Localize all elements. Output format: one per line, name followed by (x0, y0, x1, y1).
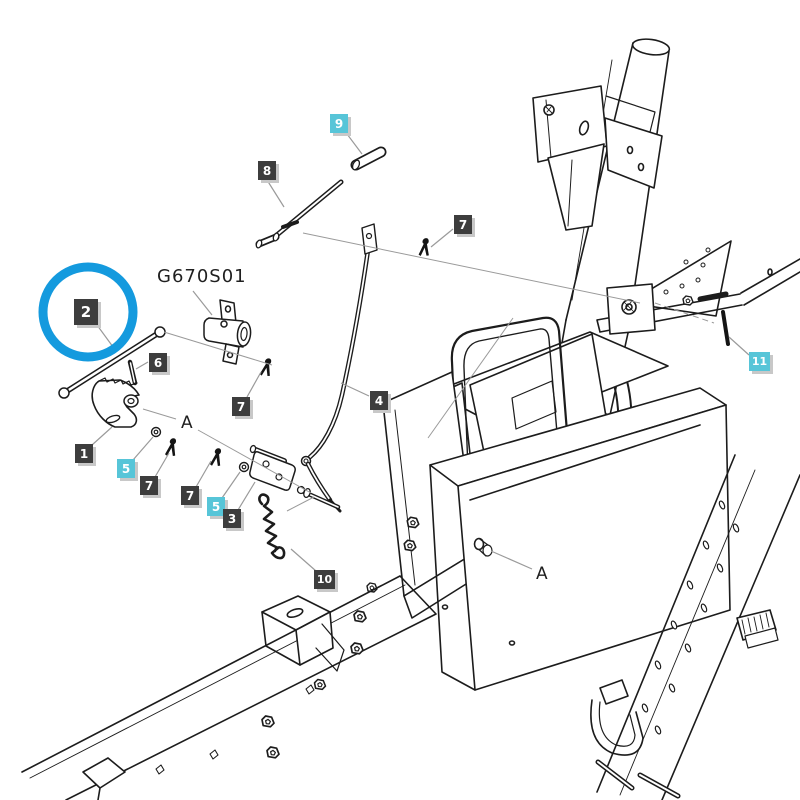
chassis-box (429, 387, 731, 691)
part-rod-2 (58, 326, 166, 399)
column-bracket (532, 85, 663, 231)
callout-part-9[interactable]: 9 (330, 114, 348, 133)
callout-part-2[interactable]: 2 (74, 299, 98, 325)
frame-rail-left (21, 575, 437, 800)
callout-part-1[interactable]: 1 (75, 444, 93, 463)
callout-part-7c[interactable]: 7 (140, 476, 158, 495)
callout-part-7d[interactable]: 7 (181, 486, 199, 505)
hook-bracket (590, 679, 644, 756)
part-grip-9 (350, 146, 387, 171)
part-link-3 (249, 444, 341, 510)
support-bar (596, 258, 800, 335)
callout-part-7a[interactable]: 7 (232, 397, 250, 416)
part-lever-8 (255, 179, 344, 249)
callout-part-5a[interactable]: 5 (117, 459, 135, 478)
mid-bracket (261, 595, 345, 672)
callout-part-3[interactable]: 3 (223, 509, 241, 528)
part-rod-4 (300, 223, 378, 513)
callout-part-4[interactable]: 4 (370, 391, 388, 410)
callout-part-7b[interactable]: 7 (454, 215, 472, 234)
part-latch-1 (91, 377, 140, 428)
reference-letter-a1: A (181, 413, 193, 433)
callout-part-10[interactable]: 10 (314, 570, 335, 589)
part-pin-11 (721, 310, 730, 346)
reference-letter-a2: A (536, 564, 548, 584)
part-pin-6 (127, 359, 138, 386)
part-spring-10 (258, 493, 286, 560)
callout-part-8[interactable]: 8 (258, 161, 276, 180)
assembly-axis-lines (142, 232, 715, 512)
part-code-label: G670S01 (157, 266, 247, 287)
highlight-circle (38, 262, 138, 362)
callout-part-11[interactable]: 11 (749, 352, 770, 371)
part-bracket-g670s01 (203, 299, 252, 365)
callout-part-5b[interactable]: 5 (207, 497, 225, 516)
callout-part-6[interactable]: 6 (149, 353, 167, 372)
